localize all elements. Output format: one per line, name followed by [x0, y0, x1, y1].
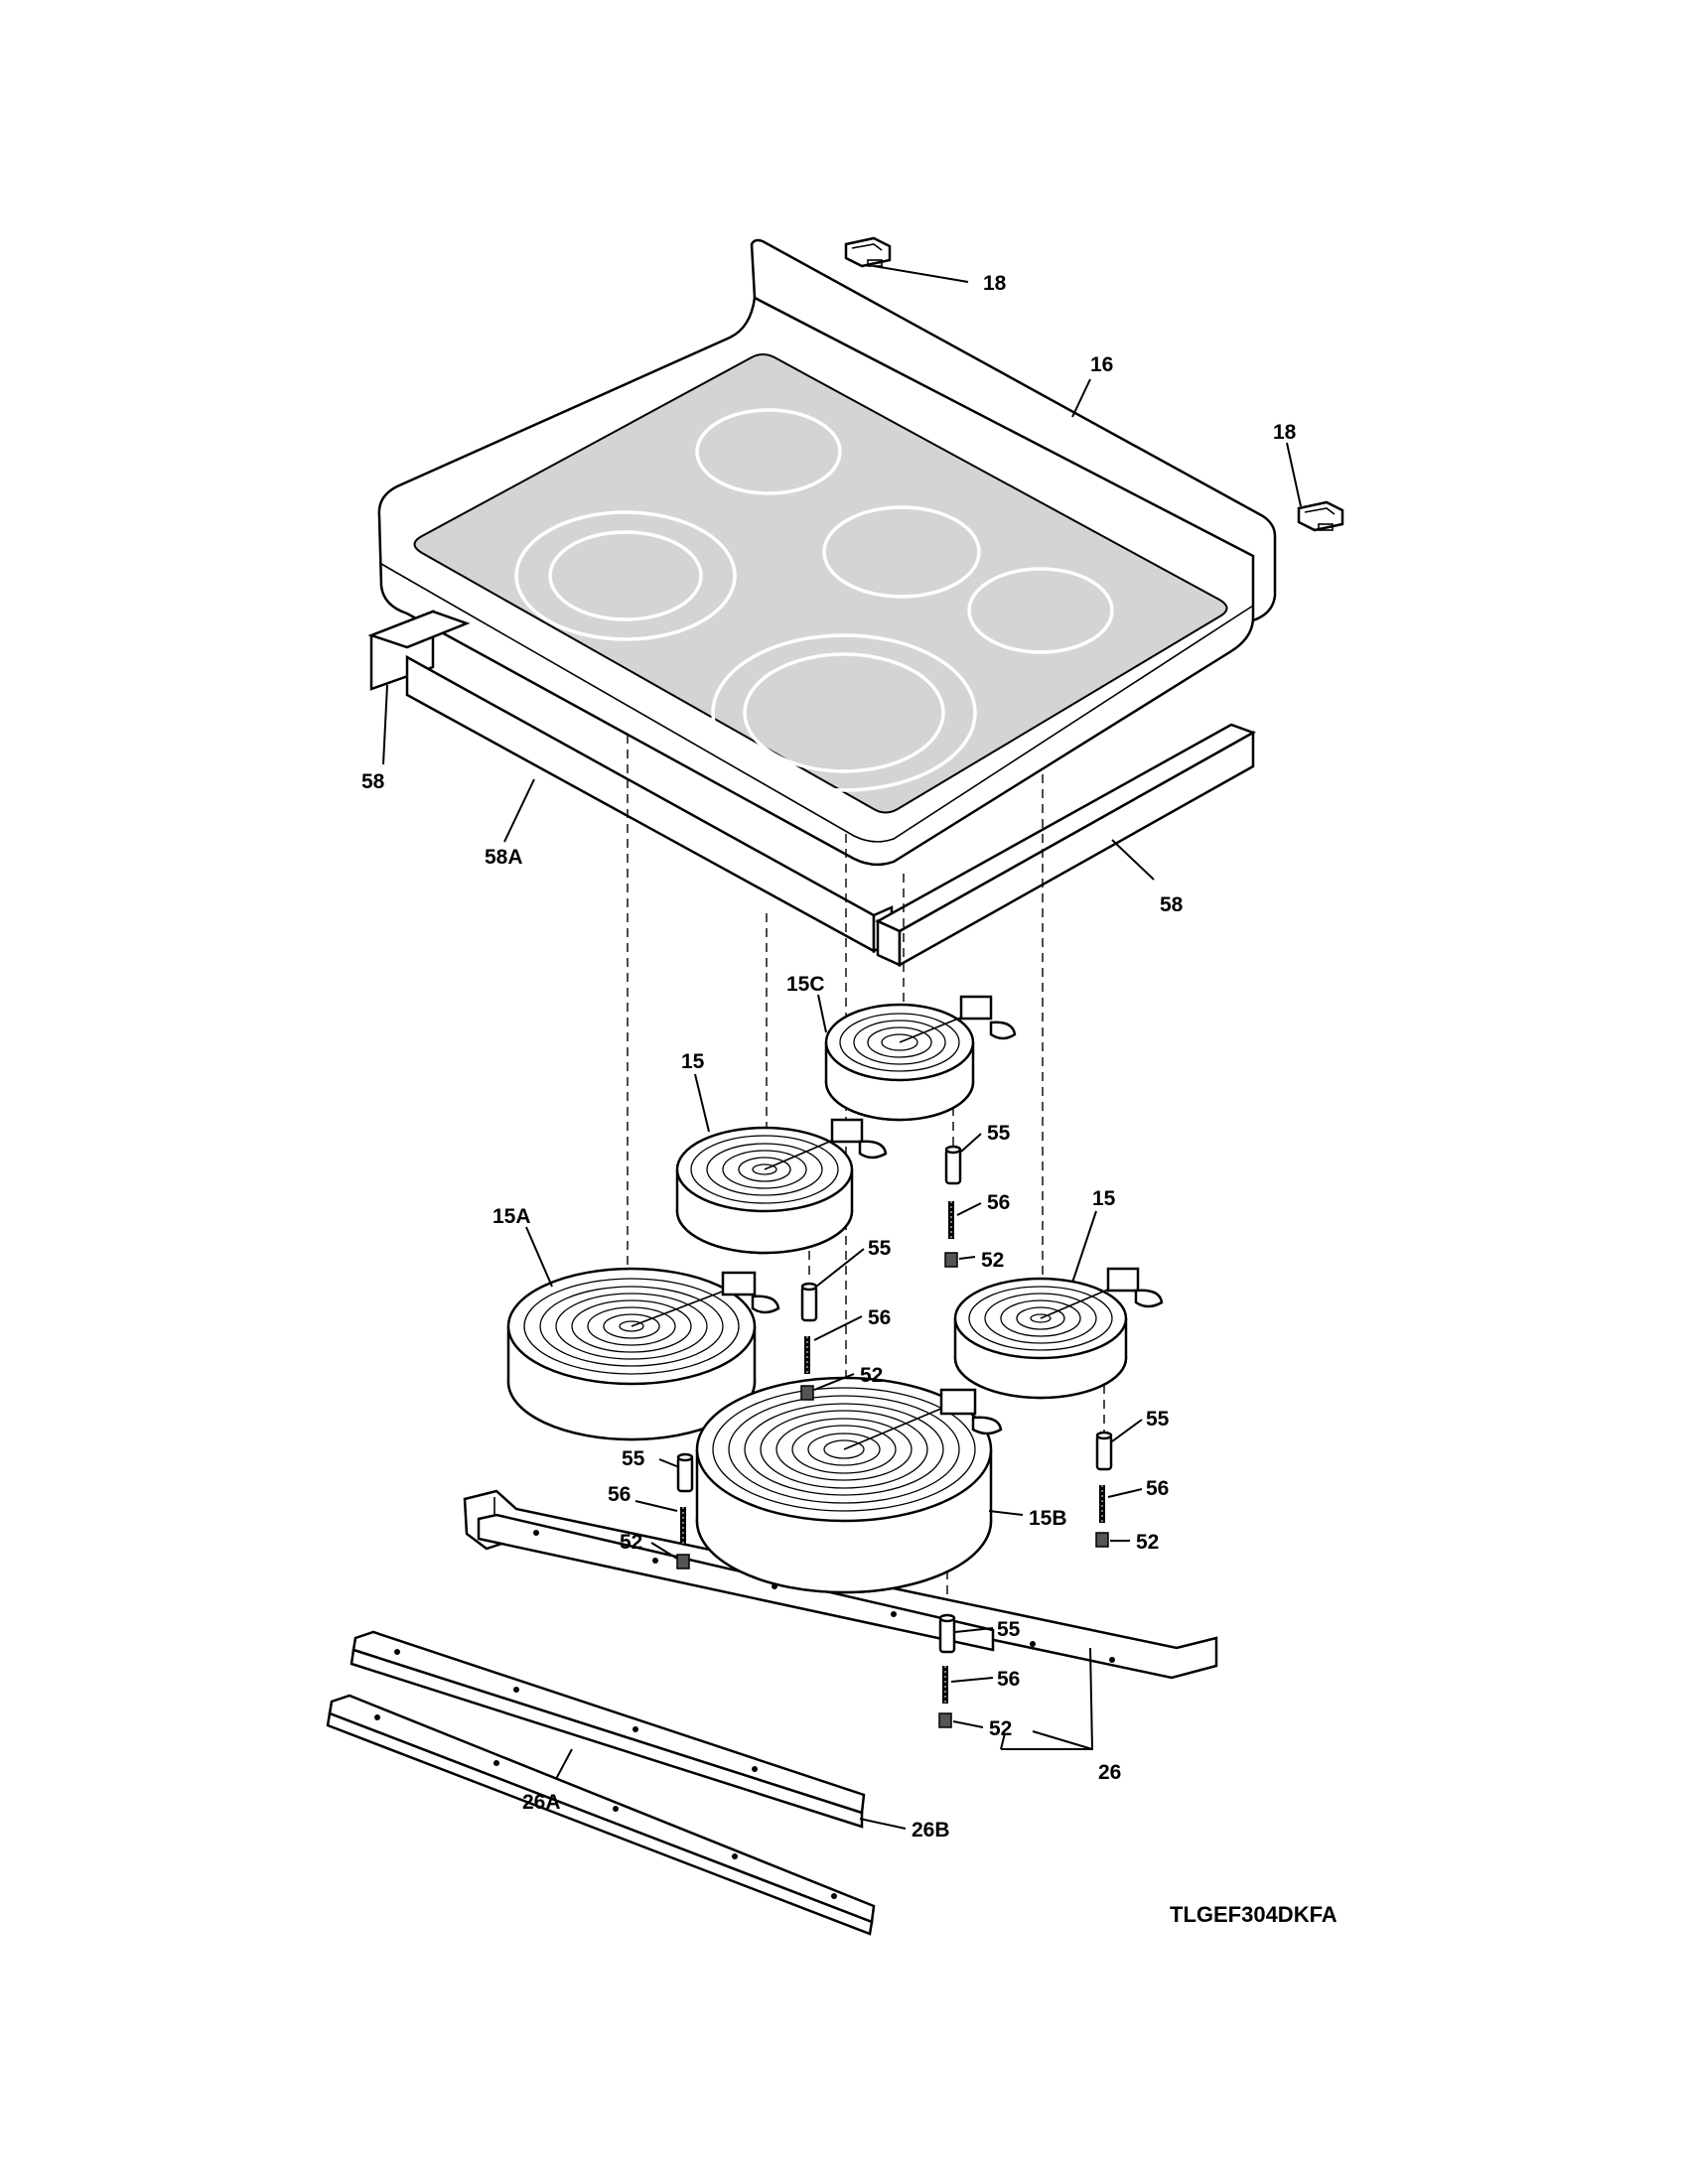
label-18-right: 18: [1273, 421, 1297, 444]
hardware-set-e: [938, 1613, 956, 1728]
label-58a: 58A: [485, 846, 523, 869]
hinge-bracket-top: [844, 236, 892, 268]
label-56-a: 56: [987, 1191, 1010, 1214]
label-52-d: 52: [1136, 1531, 1159, 1554]
label-52-a: 52: [981, 1249, 1004, 1272]
label-56-e: 56: [997, 1668, 1020, 1691]
label-58-right: 58: [1160, 893, 1184, 916]
label-55-a: 55: [987, 1122, 1011, 1145]
label-15-right: 15: [1092, 1187, 1116, 1210]
hardware-set-c: [676, 1452, 694, 1570]
label-26b: 26B: [912, 1819, 950, 1842]
label-18-top: 18: [983, 272, 1007, 295]
label-15-mid: 15: [681, 1050, 705, 1073]
hardware-set-d: [1095, 1431, 1113, 1548]
glass-burner-rings: [514, 408, 1114, 792]
leader-lines: [382, 265, 1302, 1830]
label-55-e: 55: [997, 1618, 1021, 1641]
label-15c: 15C: [786, 973, 825, 996]
radiant-element-15b: [695, 1376, 1003, 1594]
support-rail-26a: [326, 1694, 876, 1936]
hinge-bracket-right: [1297, 500, 1344, 532]
hardware-set-a: [944, 1145, 962, 1268]
label-15a: 15A: [492, 1205, 531, 1228]
model-code: TLGEF304DKFA: [1170, 1902, 1337, 1927]
label-26a: 26A: [522, 1791, 561, 1814]
radiant-element-15-right: [953, 1267, 1164, 1400]
label-55-b: 55: [868, 1237, 892, 1260]
hardware-set-b: [800, 1282, 818, 1401]
radiant-element-15c: [824, 995, 1017, 1122]
cooktop-glass-top: [377, 238, 1277, 867]
label-55-d: 55: [1146, 1408, 1170, 1431]
radiant-element-15-mid: [675, 1118, 888, 1255]
label-52-e: 52: [989, 1717, 1012, 1740]
label-16: 16: [1090, 353, 1113, 376]
label-26: 26: [1098, 1761, 1121, 1784]
label-56-c: 56: [608, 1483, 631, 1506]
insulation-strip-right: [875, 723, 1256, 968]
label-15b: 15B: [1029, 1507, 1067, 1530]
label-56-b: 56: [868, 1306, 891, 1329]
part-labels: 18 16 18 58 58A 58 15C 15 15A 15 15B 55 …: [361, 272, 1337, 1927]
label-52-b: 52: [860, 1364, 883, 1387]
label-56-d: 56: [1146, 1477, 1169, 1500]
label-55-c: 55: [622, 1447, 645, 1470]
label-58-left: 58: [361, 770, 385, 793]
support-rail-26b: [350, 1630, 866, 1829]
label-52-c: 52: [620, 1531, 642, 1554]
